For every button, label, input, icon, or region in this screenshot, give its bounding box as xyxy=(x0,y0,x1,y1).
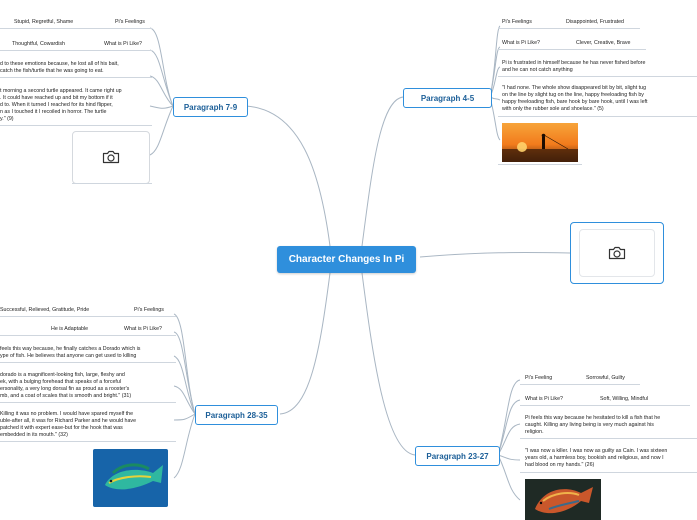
p2327-reason-line-3: religion. xyxy=(525,429,544,435)
p2327-reason-underline xyxy=(520,438,697,439)
p2327-quote-line-3: had blood on my hands." (26) xyxy=(525,462,595,468)
p79-feelings-label: Pi's Feelings xyxy=(115,19,145,25)
p2835-like-label: What is Pi Like? xyxy=(124,326,162,332)
caught-fish-photo xyxy=(525,479,601,520)
p79-image-underline xyxy=(72,183,152,184)
sunset-fishing-photo xyxy=(502,123,578,162)
p79-quote-line-5: y." (9) xyxy=(0,116,14,122)
p2327-quote-line-2: years old, a harmless boy, bookish and r… xyxy=(525,455,664,461)
p79-like-value: Thoughtful, Cowardish xyxy=(12,41,65,47)
p2835-reason-underline xyxy=(0,362,176,363)
p2835-feelings-value: Successful, Relieved, Gratitude, Pride xyxy=(0,307,90,313)
p45-feelings-underline xyxy=(498,28,640,29)
p79-quote-underline xyxy=(0,125,152,126)
topic-paragraph-7-9[interactable]: Paragraph 7-9 xyxy=(173,97,248,117)
p45-image-underline xyxy=(498,164,582,165)
p2835-desc-line-4: mb, and a coat of scales that is smooth … xyxy=(0,393,132,399)
p45-like-underline xyxy=(498,49,646,50)
central-image-frame xyxy=(579,229,655,277)
p45-quote-line-1: "I had none. The whole show disappeared … xyxy=(502,85,647,91)
p2835-desc-line-1: dorado is a magnificent-looking fish, la… xyxy=(0,372,125,378)
p2327-quote-line-1: "I was now a killer. I was now as guilty… xyxy=(525,448,668,454)
topic-paragraph-4-5[interactable]: Paragraph 4-5 xyxy=(403,88,492,108)
topic-paragraph-23-27[interactable]: Paragraph 23-27 xyxy=(415,446,500,466)
p2835-quote-underline xyxy=(0,441,176,442)
p2835-reason-line-2: ype of fish. He believes that anyone can… xyxy=(0,353,137,359)
p79-like-underline xyxy=(0,50,152,51)
p2835-like-value: He is Adaptable xyxy=(51,326,89,332)
p45-quote-underline xyxy=(498,116,697,117)
p79-quote-line-1: t morning a second turtle appeared. It c… xyxy=(0,88,122,94)
p79-feelings-value: Stupid, Regretful, Shame xyxy=(14,19,74,25)
p2835-quote-line-1: Killing it was no problem. I would have … xyxy=(0,411,134,417)
p2835-desc-line-3: ersonality, a very long dorsal fin as pr… xyxy=(0,386,130,392)
central-topic[interactable]: Character Changes In Pi xyxy=(277,246,416,273)
dorado-fish-photo xyxy=(93,449,168,507)
p79-quote-line-2: . It could have reached up and bit my bo… xyxy=(0,95,113,101)
p2835-quote-line-4: embedded in its mouth." (32) xyxy=(0,432,68,438)
p45-like-label: What is Pi Like? xyxy=(502,40,540,46)
p2327-like-label: What is Pi Like? xyxy=(525,396,563,402)
p2835-quote-line-3: patched it with expert ease-but for the … xyxy=(0,425,123,431)
p45-quote-line-3: happy freeloading fish, bare hook by bar… xyxy=(502,99,648,105)
p2327-feelings-value: Sorrowful, Guilty xyxy=(586,375,625,381)
p2835-desc-underline xyxy=(0,402,176,403)
p79-like-label: What is Pi Like? xyxy=(104,41,142,47)
p45-like-value: Clever, Creative, Brave xyxy=(576,40,631,46)
p45-feelings-value: Disappointed, Frustrated xyxy=(566,19,625,25)
topic-paragraph-28-35[interactable]: Paragraph 28-35 xyxy=(195,405,278,425)
p79-reason-line-1: d to these emotions because, he lost all… xyxy=(0,61,119,67)
p79-reason-underline xyxy=(0,77,152,78)
p2835-desc-line-2: ek, with a bulging forehead that speaks … xyxy=(0,379,122,385)
p2327-reason-line-1: Pi feels this way because he hesitated t… xyxy=(525,415,661,421)
p45-reason-underline xyxy=(498,76,697,77)
p2327-reason-line-2: caught. Killing any living being is very… xyxy=(525,422,654,428)
p2327-quote-underline xyxy=(520,472,697,473)
p2835-quote-line-2: uble-after all, it was for Richard Parke… xyxy=(0,418,137,424)
p2835-feelings-label: Pi's Feelings xyxy=(134,307,164,313)
p2327-feelings-label: Pi's Feeling xyxy=(525,375,553,381)
p2835-feelings-underline xyxy=(0,316,176,317)
central-image-placeholder[interactable] xyxy=(570,222,664,284)
p2327-like-value: Soft, Willing, Mindful xyxy=(600,396,648,402)
p2327-feelings-underline xyxy=(520,384,640,385)
p79-image-placeholder[interactable] xyxy=(72,131,150,184)
p2835-reason-line-1: feels this way because, he finally catch… xyxy=(0,346,141,352)
camera-icon xyxy=(102,150,120,164)
p79-quote-line-4: n as I touched it I recoiled in horror. … xyxy=(0,109,107,115)
p2327-like-underline xyxy=(520,405,690,406)
p79-reason-line-2: catch the fish/turtle that he was going … xyxy=(0,68,104,74)
p2835-like-underline xyxy=(0,335,176,336)
camera-icon xyxy=(608,246,626,260)
p79-feelings-underline xyxy=(0,28,152,29)
p45-reason-line-2: and he can not catch anything xyxy=(502,67,573,73)
p45-quote-line-4: with only the rubber sole and shoelace."… xyxy=(502,106,604,112)
p45-feelings-label: Pi's Feelings xyxy=(502,19,532,25)
p45-reason-line-1: Pi is frustrated in himself because he h… xyxy=(502,60,646,66)
p45-quote-line-2: on the line by slight tug on the line, h… xyxy=(502,92,644,98)
p79-quote-line-3: d to. When it turned I reached for its h… xyxy=(0,102,113,108)
